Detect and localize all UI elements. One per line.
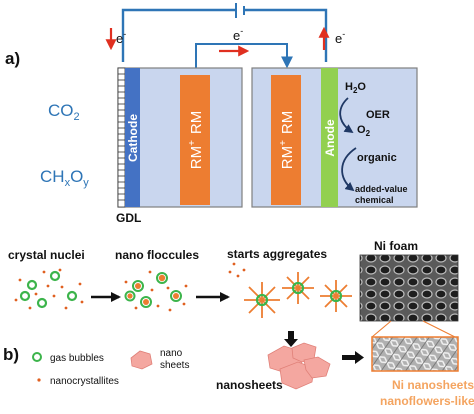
o2-label: O2	[357, 124, 371, 138]
ni-foam-image	[359, 254, 459, 322]
organic-label: organic	[357, 152, 397, 164]
result-label-2: nanoflowers-like	[380, 394, 474, 408]
nanosheets-cluster	[267, 342, 331, 390]
nano-floccules-cluster	[124, 270, 188, 312]
crystal-nuclei-cluster	[14, 268, 84, 310]
panel-b-label: b)	[3, 345, 19, 364]
battery-icon	[235, 3, 245, 18]
rm-label-left: RM+RM	[187, 111, 205, 170]
rm-membrane-left	[180, 75, 210, 205]
internal-circuit	[195, 43, 293, 74]
oer-arrow	[339, 97, 354, 133]
electron-label-right: e-	[335, 29, 345, 46]
legend-gas-bubbles-label: gas bubbles	[50, 353, 104, 364]
zoom-connector	[371, 320, 456, 338]
panel-a-label: a)	[5, 49, 20, 68]
legend-nanocrystallite-icon	[37, 378, 41, 382]
stage-crystal-nuclei: crystal nuclei	[8, 248, 85, 262]
legend-nanocrystallites-label: nanocrystallites	[50, 376, 119, 387]
anode-label: Anode	[323, 119, 337, 157]
legend: gas bubbles nanocrystallites nano sheets	[32, 348, 189, 387]
electron-label-left: e-	[116, 29, 126, 46]
cathode-cell: Cathode RM+RM	[117, 67, 243, 208]
organic-arrow	[341, 147, 357, 192]
gdl-label: GDL	[116, 211, 141, 225]
cathode-electrode	[125, 68, 140, 207]
stage-starts-aggregates: starts aggregates	[227, 247, 327, 261]
gas-diffusion-layer	[117, 67, 126, 208]
legend-gas-bubble-icon	[32, 352, 42, 362]
anode-cell: RM+RM Anode	[251, 67, 418, 208]
legend-nanosheet-icon	[130, 350, 153, 370]
process-arrow-down	[284, 331, 298, 347]
external-circuit	[121, 8, 328, 62]
reactant-co2: CO2	[48, 101, 80, 123]
process-arrow-3	[342, 351, 364, 364]
oer-label: OER	[366, 109, 390, 121]
aggregates-cluster	[228, 262, 352, 318]
h2o-label: H2O	[345, 81, 366, 95]
added-value-label: added-value	[355, 184, 408, 194]
legend-sheets-label: sheets	[160, 360, 189, 371]
reactant-chxoy: CHxOy	[40, 167, 89, 189]
rm-label-right: RM+RM	[278, 111, 296, 170]
rm-membrane-right	[271, 75, 301, 205]
result-label-1: Ni nanosheets	[392, 378, 474, 392]
stage-nano-floccules: nano floccules	[115, 248, 199, 262]
stage-ni-foam: Ni foam	[374, 239, 418, 253]
nanosheets-label: nanosheets	[216, 378, 283, 392]
anode-electrode	[321, 68, 338, 207]
electron-label-mid: e-	[233, 26, 243, 43]
nanoflower-image	[371, 336, 459, 372]
cathode-label: Cathode	[126, 114, 140, 162]
chemical-label: chemical	[355, 195, 394, 205]
legend-nano-label: nano	[160, 348, 183, 359]
